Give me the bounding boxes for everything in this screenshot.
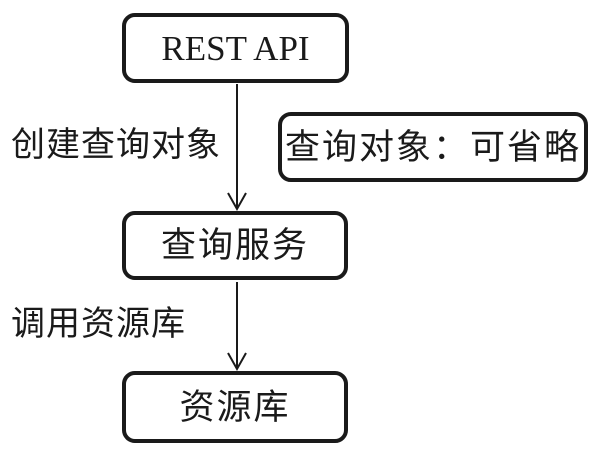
node-query-object-note-label: 查询对象：可省略	[284, 127, 581, 167]
edge-label-create-query-object: 创建查询对象	[11, 127, 221, 164]
node-rest-api-label: REST API	[161, 28, 310, 68]
node-repository: 资源库	[122, 371, 348, 443]
edge-label-call-repository: 调用资源库	[11, 306, 186, 343]
node-query-service: 查询服务	[122, 211, 348, 280]
node-query-service-label: 查询服务	[160, 226, 309, 265]
node-repository-label: 资源库	[179, 387, 291, 427]
node-query-object-note: 查询对象：可省略	[278, 112, 588, 182]
arrow-rest-api-to-query-service	[227, 84, 247, 212]
arrow-query-service-to-repository	[227, 282, 247, 372]
node-rest-api: REST API	[122, 13, 349, 83]
